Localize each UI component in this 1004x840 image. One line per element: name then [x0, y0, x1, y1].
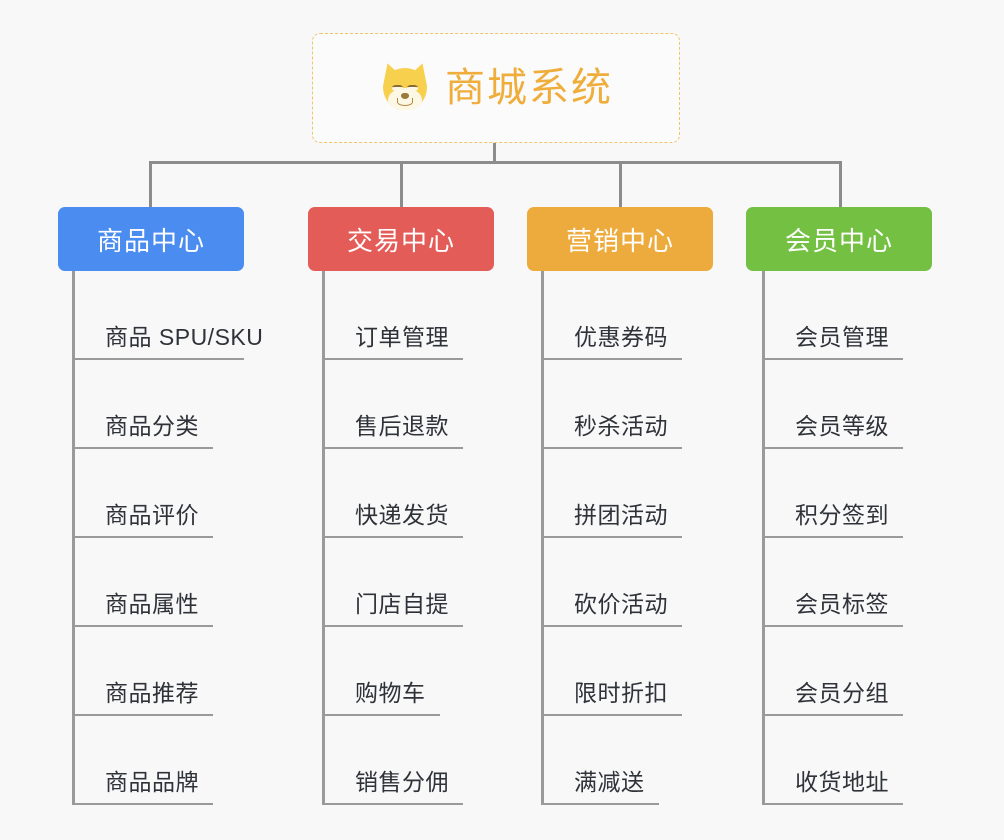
leaf-spine-2	[322, 271, 325, 805]
leaf-item[interactable]: 满减送	[541, 716, 713, 805]
connector-drop-4	[839, 161, 842, 209]
leaf-item[interactable]: 会员等级	[762, 360, 932, 449]
branch-column-3: 营销中心 优惠券码 秒杀活动 拼团活动 砍价活动 限时折扣 满减送	[527, 207, 713, 805]
leaf-item[interactable]: 商品推荐	[72, 627, 244, 716]
leaf-item[interactable]: 商品属性	[72, 538, 244, 627]
leaf-item[interactable]: 售后退款	[322, 360, 494, 449]
leaf-label: 会员分组	[795, 680, 889, 707]
branch-header-label-1: 商品中心	[96, 225, 205, 256]
leaf-item[interactable]: 订单管理	[322, 271, 494, 360]
connector-root-stem	[493, 143, 496, 164]
leaf-item[interactable]: 砍价活动	[541, 538, 713, 627]
leaf-label: 优惠券码	[574, 324, 668, 351]
leaf-list-4: 会员管理 会员等级 积分签到 会员标签 会员分组 收货地址	[762, 271, 932, 805]
leaf-label: 会员标签	[795, 591, 889, 618]
leaf-item[interactable]: 商品 SPU/SKU	[72, 271, 263, 360]
leaf-list-1: 商品 SPU/SKU 商品分类 商品评价 商品属性 商品推荐 商品品牌	[72, 271, 263, 805]
connector-horizontal-bus	[149, 161, 842, 164]
leaf-item[interactable]: 限时折扣	[541, 627, 713, 716]
leaf-label: 秒杀活动	[574, 413, 668, 440]
branch-header-1[interactable]: 商品中心	[58, 207, 244, 271]
leaf-label: 商品品牌	[105, 769, 199, 796]
leaf-item[interactable]: 会员标签	[762, 538, 932, 627]
leaf-label: 会员等级	[795, 413, 889, 440]
leaf-label: 售后退款	[355, 413, 449, 440]
leaf-item[interactable]: 收货地址	[762, 716, 932, 805]
connector-drop-3	[619, 161, 622, 209]
shiba-dog-face-icon	[378, 60, 432, 114]
branch-header-label-3: 营销中心	[565, 225, 674, 256]
leaf-label: 满减送	[574, 769, 645, 796]
leaf-item[interactable]: 销售分佣	[322, 716, 494, 805]
leaf-item[interactable]: 商品品牌	[72, 716, 244, 805]
leaf-label: 销售分佣	[355, 769, 449, 796]
leaf-item[interactable]: 拼团活动	[541, 449, 713, 538]
leaf-spine-1	[72, 271, 75, 805]
leaf-label: 积分签到	[795, 502, 889, 529]
leaf-label: 收货地址	[795, 769, 889, 796]
leaf-label: 商品属性	[105, 591, 199, 618]
leaf-item[interactable]: 门店自提	[322, 538, 494, 627]
branch-column-4: 会员中心 会员管理 会员等级 积分签到 会员标签 会员分组 收货地址	[746, 207, 932, 805]
leaf-item[interactable]: 优惠券码	[541, 271, 713, 360]
leaf-item[interactable]: 商品评价	[72, 449, 244, 538]
leaf-item[interactable]: 商品分类	[72, 360, 244, 449]
leaf-label: 拼团活动	[574, 502, 668, 529]
branch-column-2: 交易中心 订单管理 售后退款 快递发货 门店自提 购物车 销售分佣	[308, 207, 494, 805]
leaf-item[interactable]: 积分签到	[762, 449, 932, 538]
leaf-item[interactable]: 会员管理	[762, 271, 932, 360]
leaf-label: 砍价活动	[574, 591, 668, 618]
leaf-list-3: 优惠券码 秒杀活动 拼团活动 砍价活动 限时折扣 满减送	[541, 271, 713, 805]
branch-column-1: 商品中心 商品 SPU/SKU 商品分类 商品评价 商品属性 商品推荐 商品品牌	[58, 207, 263, 805]
branch-header-label-2: 交易中心	[346, 225, 455, 256]
leaf-label: 商品分类	[105, 413, 199, 440]
leaf-item[interactable]: 购物车	[322, 627, 494, 716]
leaf-spine-4	[762, 271, 765, 805]
connector-drop-1	[149, 161, 152, 209]
leaf-label: 快递发货	[355, 502, 449, 529]
branch-header-label-4: 会员中心	[784, 225, 893, 256]
leaf-label: 门店自提	[355, 591, 449, 618]
leaf-label: 会员管理	[795, 324, 889, 351]
leaf-label: 订单管理	[355, 324, 449, 351]
leaf-list-2: 订单管理 售后退款 快递发货 门店自提 购物车 销售分佣	[322, 271, 494, 805]
leaf-spine-3	[541, 271, 544, 805]
root-node[interactable]: 商城系统	[312, 33, 680, 143]
leaf-item[interactable]: 会员分组	[762, 627, 932, 716]
leaf-label: 限时折扣	[574, 680, 668, 707]
connector-drop-2	[400, 161, 403, 209]
leaf-label: 购物车	[355, 680, 426, 707]
root-title: 商城系统	[445, 66, 613, 110]
branch-header-3[interactable]: 营销中心	[527, 207, 713, 271]
leaf-label: 商品 SPU/SKU	[105, 324, 264, 351]
leaf-label: 商品推荐	[105, 680, 199, 707]
leaf-item[interactable]: 秒杀活动	[541, 360, 713, 449]
branch-header-2[interactable]: 交易中心	[308, 207, 494, 271]
leaf-item[interactable]: 快递发货	[322, 449, 494, 538]
branch-header-4[interactable]: 会员中心	[746, 207, 932, 271]
leaf-label: 商品评价	[105, 502, 199, 529]
